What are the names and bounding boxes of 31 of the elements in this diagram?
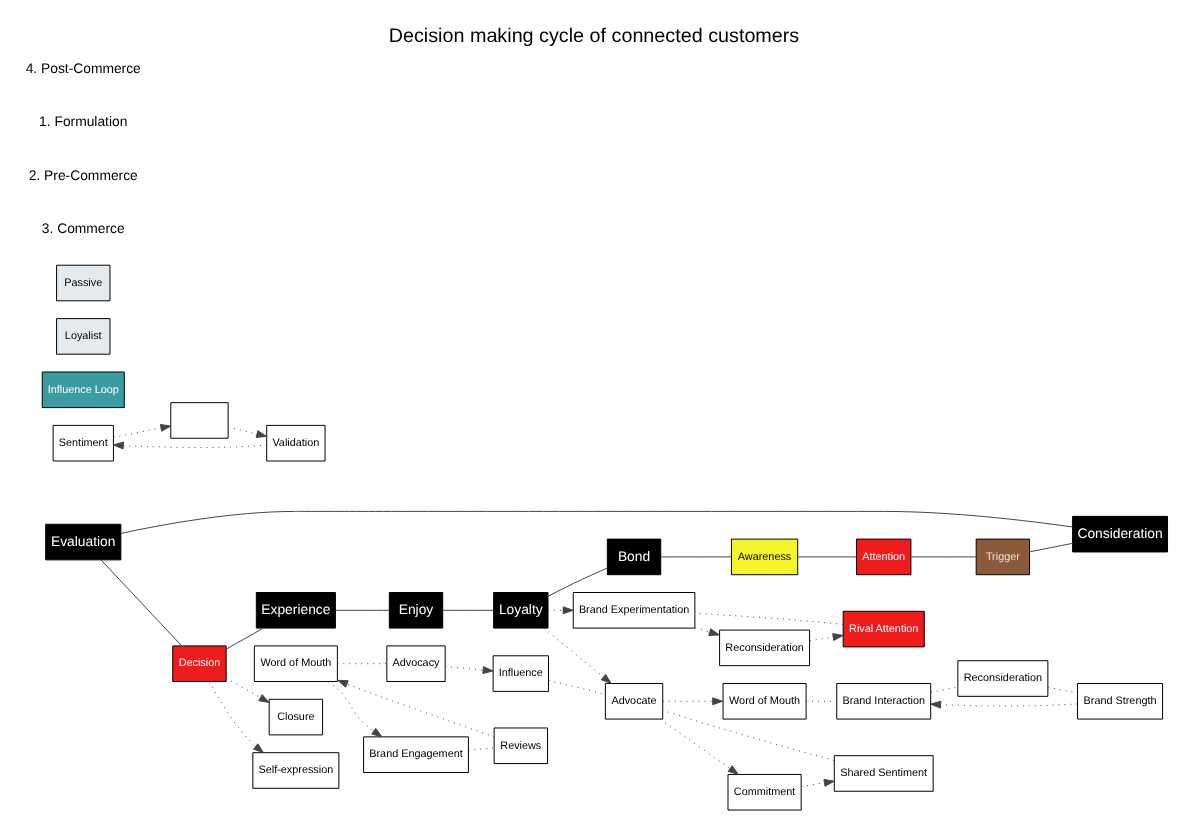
arrow — [208, 681, 264, 754]
connector — [694, 612, 844, 625]
arrow — [227, 426, 268, 438]
arrow — [662, 697, 724, 706]
arrow — [225, 677, 270, 703]
connector — [930, 686, 959, 693]
arrow — [547, 606, 574, 615]
connector — [1047, 686, 1078, 694]
connector — [797, 556, 857, 558]
arrow — [337, 679, 495, 738]
arrow — [809, 633, 844, 642]
arrow — [444, 665, 494, 674]
arrow — [930, 700, 1078, 709]
arrow — [694, 627, 720, 636]
connector — [547, 567, 608, 597]
arrow — [112, 441, 268, 450]
connector — [225, 627, 264, 650]
arrow — [543, 627, 612, 684]
connector — [335, 609, 390, 611]
arrow — [659, 718, 739, 775]
arrow — [800, 778, 835, 787]
connector — [442, 609, 495, 611]
connector — [1029, 542, 1073, 553]
node-box — [170, 402, 229, 439]
connector — [910, 556, 977, 558]
connector — [100, 559, 183, 647]
connector — [120, 510, 1073, 534]
arrow — [113, 424, 172, 438]
connector — [660, 556, 732, 558]
arrow — [327, 681, 383, 738]
diagram-title: Decision making cycle of connected customers — [388, 25, 800, 48]
